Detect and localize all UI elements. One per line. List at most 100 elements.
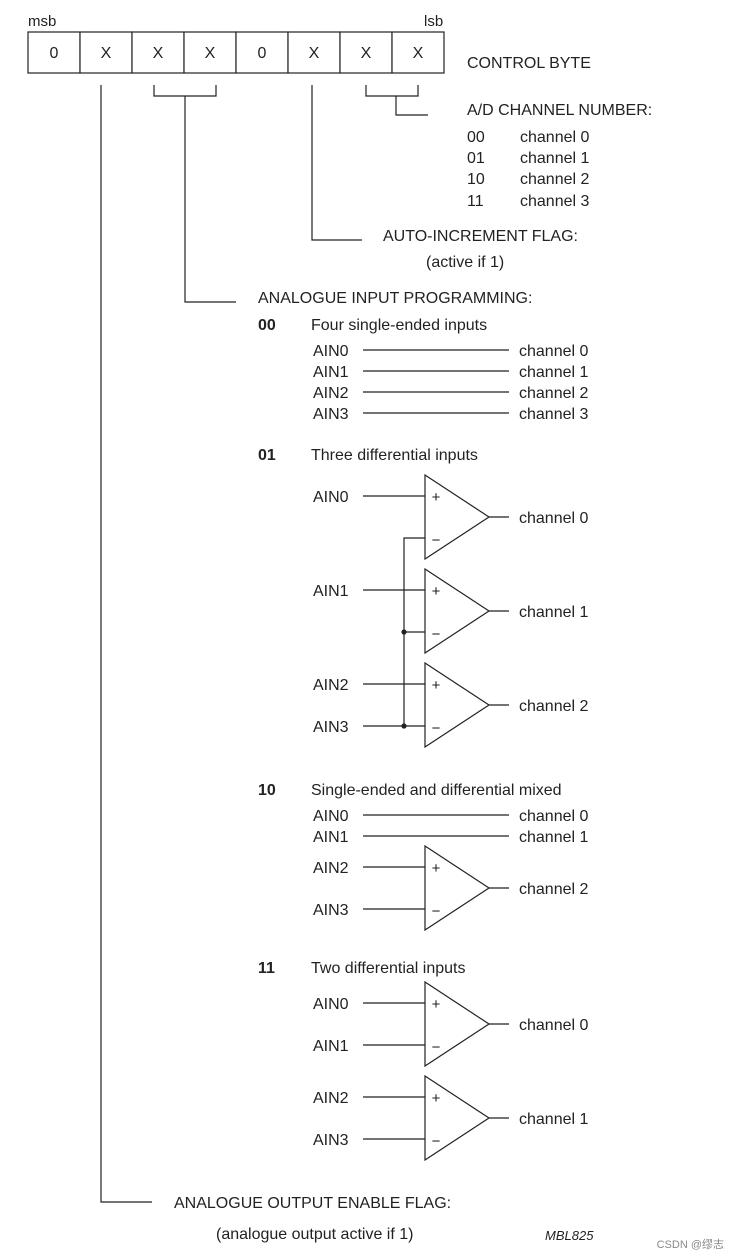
op-amp-symbol bbox=[424, 661, 491, 749]
ain0-label: AIN0 bbox=[313, 489, 349, 506]
ad-code-00: 00 bbox=[467, 129, 485, 146]
ain1-label: AIN1 bbox=[313, 1038, 349, 1055]
minus-sign: − bbox=[432, 720, 441, 737]
channel-2-label: channel 2 bbox=[519, 881, 588, 898]
plus-sign: + bbox=[432, 677, 441, 694]
bit-4: X bbox=[205, 45, 216, 62]
mode-11-code: 11 bbox=[258, 960, 275, 977]
bit-cell bbox=[131, 31, 185, 74]
bit-cell bbox=[235, 31, 289, 74]
common-minus-wire bbox=[403, 537, 425, 726]
ain3-label: AIN3 bbox=[313, 719, 349, 736]
direct-wires bbox=[363, 349, 509, 414]
plus-sign: + bbox=[432, 583, 441, 600]
plus-sign: + bbox=[432, 860, 441, 877]
ain1-label: AIN1 bbox=[313, 829, 349, 846]
bit-2: X bbox=[309, 45, 320, 62]
minus-sign: − bbox=[432, 1039, 441, 1056]
mode-01-desc: Three differential inputs bbox=[311, 447, 478, 464]
ad-channel-bracket bbox=[365, 85, 428, 116]
ad-label-1: channel 1 bbox=[520, 150, 589, 167]
ain3-label: AIN3 bbox=[313, 406, 349, 423]
auto-increment-note: (active if 1) bbox=[426, 254, 504, 271]
ain3-label: AIN3 bbox=[313, 1132, 349, 1149]
control-byte-cells: 0 X X X 0 X X X bbox=[27, 31, 445, 74]
control-byte-title: CONTROL BYTE bbox=[467, 55, 591, 72]
channel-3-label: channel 3 bbox=[519, 406, 588, 423]
minus-sign: − bbox=[432, 1133, 441, 1150]
channel-0-label: channel 0 bbox=[519, 808, 588, 825]
op-amp-symbol bbox=[424, 844, 491, 932]
ad-label-0: channel 0 bbox=[520, 129, 589, 146]
watermark: CSDN @缪志 bbox=[657, 1237, 724, 1251]
junction-dot bbox=[401, 629, 407, 635]
analogue-output-note: (analogue output active if 1) bbox=[216, 1226, 413, 1243]
mode-00-code: 00 bbox=[258, 317, 276, 334]
analogue-input-title: ANALOGUE INPUT PROGRAMMING: bbox=[258, 290, 532, 307]
ain2-label: AIN2 bbox=[313, 860, 349, 877]
ain0-label: AIN0 bbox=[313, 343, 349, 360]
lsb-label: lsb bbox=[424, 13, 443, 30]
ain2-label: AIN2 bbox=[313, 385, 349, 402]
amp-wires bbox=[363, 866, 509, 910]
amp-wires bbox=[363, 1002, 509, 1046]
bit-7: 0 bbox=[50, 45, 59, 62]
mode-11-wiring: + − AIN0 AIN1 channel 0 + − AIN2 AIN3 ch… bbox=[313, 980, 588, 1162]
ain2-label: AIN2 bbox=[313, 677, 349, 694]
direct-wires bbox=[363, 814, 509, 837]
bit-cell bbox=[391, 31, 445, 74]
bit-1: X bbox=[361, 45, 372, 62]
channel-1-label: channel 1 bbox=[519, 1111, 588, 1128]
analogue-output-leader bbox=[100, 85, 152, 1203]
minus-sign: − bbox=[432, 532, 441, 549]
op-amp-symbol bbox=[424, 473, 491, 561]
mode-00-wiring: AIN0 AIN1 AIN2 AIN3 channel 0 channel 1 … bbox=[313, 343, 588, 423]
junction-dot bbox=[401, 723, 407, 729]
channel-0-label: channel 0 bbox=[519, 1017, 588, 1034]
bit-cell bbox=[339, 31, 393, 74]
plus-sign: + bbox=[432, 489, 441, 506]
minus-sign: − bbox=[432, 626, 441, 643]
mode-01-code: 01 bbox=[258, 447, 276, 464]
ad-code-01: 01 bbox=[467, 150, 485, 167]
channel-1-label: channel 1 bbox=[519, 604, 588, 621]
analogue-output-title: ANALOGUE OUTPUT ENABLE FLAG: bbox=[174, 1195, 451, 1212]
mode-10-wiring: AIN0 AIN1 channel 0 channel 1 + − AIN2 A… bbox=[313, 808, 588, 932]
ad-label-2: channel 2 bbox=[520, 171, 589, 188]
ain0-label: AIN0 bbox=[313, 996, 349, 1013]
bit-0: X bbox=[413, 45, 424, 62]
bit-cell bbox=[79, 31, 133, 74]
ain1-label: AIN1 bbox=[313, 364, 349, 381]
auto-increment-title: AUTO-INCREMENT FLAG: bbox=[383, 228, 578, 245]
figure-code: MBL825 bbox=[545, 1228, 594, 1243]
bit-3: 0 bbox=[258, 45, 267, 62]
ad-label-3: channel 3 bbox=[520, 193, 589, 210]
auto-increment-leader bbox=[311, 85, 362, 241]
plus-sign: + bbox=[432, 996, 441, 1013]
amp-wires bbox=[363, 1096, 509, 1140]
mode-11-desc: Two differential inputs bbox=[311, 960, 465, 977]
channel-0-label: channel 0 bbox=[519, 510, 588, 527]
mode-10-code: 10 bbox=[258, 782, 276, 799]
ain1-label: AIN1 bbox=[313, 583, 349, 600]
bit-5: X bbox=[153, 45, 164, 62]
ain2-label: AIN2 bbox=[313, 1090, 349, 1107]
minus-sign: − bbox=[432, 903, 441, 920]
input-wires bbox=[363, 495, 425, 727]
bit-6: X bbox=[101, 45, 112, 62]
ad-code-11: 11 bbox=[467, 193, 484, 210]
output-wires bbox=[489, 516, 509, 706]
ad-code-10: 10 bbox=[467, 171, 485, 188]
mode-10-desc: Single-ended and differential mixed bbox=[311, 782, 562, 799]
msb-label: msb bbox=[28, 13, 56, 30]
channel-2-label: channel 2 bbox=[519, 698, 588, 715]
ain0-label: AIN0 bbox=[313, 808, 349, 825]
ain3-label: AIN3 bbox=[313, 902, 349, 919]
mode-00-desc: Four single-ended inputs bbox=[311, 317, 487, 334]
plus-sign: + bbox=[432, 1090, 441, 1107]
bit-cell bbox=[287, 31, 341, 74]
channel-0-label: channel 0 bbox=[519, 343, 588, 360]
op-amp-symbol bbox=[424, 980, 491, 1068]
ad-channel-title: A/D CHANNEL NUMBER: bbox=[467, 102, 652, 119]
